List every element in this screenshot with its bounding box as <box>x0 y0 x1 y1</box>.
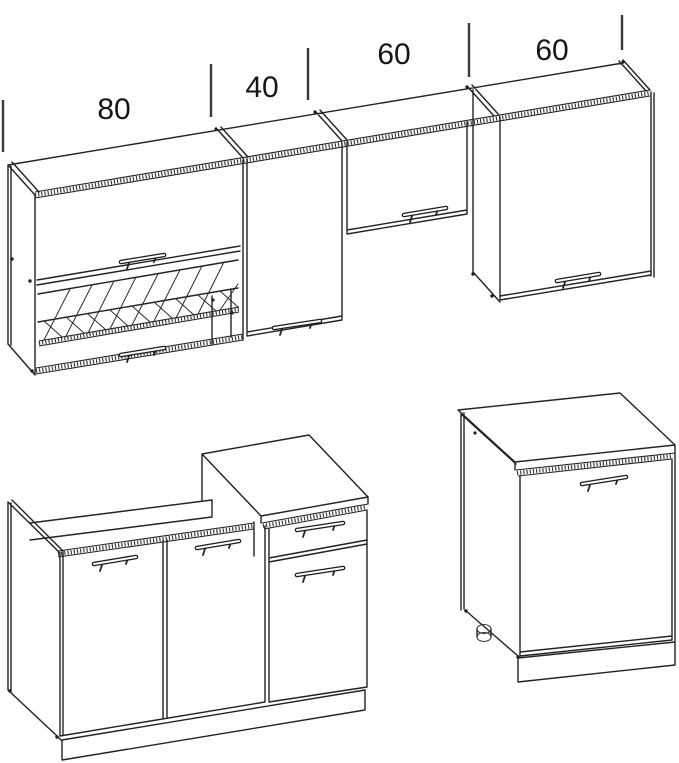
corner-dot <box>465 85 469 89</box>
dimension-label-80: 80 <box>97 93 130 126</box>
corner-dot <box>464 609 468 613</box>
adjustable-foot-bottom <box>476 632 492 642</box>
corner-dot <box>471 272 475 276</box>
hinge-dot <box>473 431 477 435</box>
corner-dot <box>621 60 625 64</box>
corner-dot <box>211 298 215 302</box>
corner-dot <box>55 735 59 739</box>
sink-base-unit-outlines <box>7 499 366 761</box>
hatch-band-borders <box>34 89 676 558</box>
dimension-annotations: 80 40 60 60 <box>1 15 624 152</box>
corner-dot <box>30 369 34 373</box>
handle-stems <box>99 208 619 583</box>
single-base-cabinet-outlines <box>457 392 676 683</box>
corner-dot <box>8 689 12 693</box>
handle-bars-highlight <box>93 207 627 576</box>
dimension-label-60-b: 60 <box>535 34 568 67</box>
corner-dot <box>313 110 317 114</box>
drawer-base-unit-outlines <box>201 434 369 703</box>
dimension-label-60-a: 60 <box>377 38 410 71</box>
wall-cabinet-row <box>7 59 655 376</box>
hatch-band-ticks <box>34 90 674 557</box>
dimension-label-40: 40 <box>245 71 278 104</box>
hinge-dot <box>10 257 14 261</box>
hatched-edge-bands <box>34 89 676 558</box>
plate-rack-lattice <box>43 261 239 341</box>
adjustable-foot-top <box>476 624 492 634</box>
base-units <box>7 392 676 761</box>
corner-dot <box>490 294 494 298</box>
dimension-tick-marks <box>1 15 624 152</box>
corner-dot <box>516 655 520 659</box>
handle-bars-outline <box>91 205 629 578</box>
corner-dots <box>8 60 625 739</box>
handles <box>91 205 629 583</box>
hinge-dot <box>28 279 32 283</box>
corner-dot <box>230 311 234 315</box>
corner-dot <box>214 127 218 131</box>
